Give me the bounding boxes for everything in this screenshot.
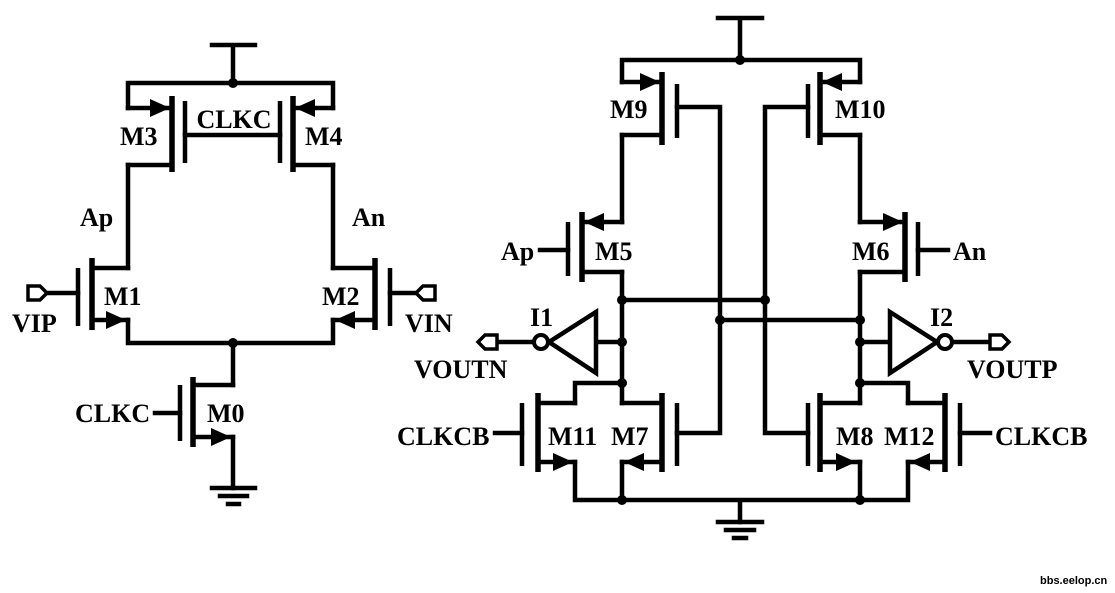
junction-dot-vdd-right	[735, 55, 745, 65]
junction-dot	[715, 315, 725, 325]
inverter-i1-bubble	[532, 333, 550, 351]
m6-source-arrow	[883, 213, 903, 231]
junction-dot	[617, 337, 627, 347]
m3-source-arrow	[150, 99, 170, 117]
junction-dot	[855, 315, 865, 325]
inverter-i2-bubble	[936, 333, 954, 351]
transistor-m1	[44, 258, 131, 330]
label-vip: VIP	[12, 309, 57, 338]
ground-left-icon	[209, 485, 258, 507]
left-stage: CLKC M3 M4 Ap An M1 M2 VIP VIN CLKC M0	[12, 42, 453, 507]
voutp-pin-icon	[988, 333, 1012, 351]
label-m1: M1	[104, 282, 142, 311]
m1-source-arrow	[106, 311, 126, 329]
junction-dot-vdd-left	[228, 78, 238, 88]
junction-dot-tail	[228, 338, 238, 348]
junction-dot	[855, 378, 865, 388]
transistor-m10	[805, 72, 863, 145]
junction-dot	[760, 295, 770, 305]
label-m4: M4	[305, 122, 343, 151]
transistor-m9	[619, 72, 680, 145]
inverter-i1	[475, 307, 599, 378]
m11-source-arrow	[553, 453, 573, 471]
m0-source-arrow	[211, 428, 231, 446]
label-m0: M0	[207, 399, 245, 428]
label-clkcb-right: CLKCB	[995, 422, 1087, 451]
wire-tail-node	[125, 317, 336, 388]
m7-source-arrow	[624, 453, 644, 471]
junction-dot	[855, 495, 865, 505]
vdd-symbol-right	[715, 15, 765, 63]
transistor-m0	[152, 377, 236, 447]
transistor-m7	[619, 393, 680, 472]
junction-dot	[617, 295, 627, 305]
transistor-m6	[857, 212, 951, 282]
label-gate-m5: Ap	[501, 237, 534, 266]
inverter-i1-icon	[544, 307, 599, 378]
m8-source-arrow	[836, 453, 856, 471]
label-m7: M7	[611, 422, 649, 451]
label-m2: M2	[322, 282, 360, 311]
watermark: bbs.eelop.cn	[1040, 575, 1108, 587]
voutn-pin-icon	[475, 333, 499, 351]
m12-source-arrow	[910, 453, 930, 471]
m2-source-arrow	[335, 311, 355, 329]
label-vin: VIN	[405, 309, 453, 338]
junction-dot	[617, 378, 627, 388]
label-clkc-tail: CLKC	[75, 399, 150, 428]
transistor-m11	[492, 393, 578, 472]
label-node-an: An	[352, 203, 386, 232]
label-i2: I2	[930, 303, 953, 332]
label-m6: M6	[852, 237, 890, 266]
m4-source-arrow	[295, 99, 315, 117]
wire-m10-m8-gate	[762, 104, 811, 436]
junction-dot	[855, 337, 865, 347]
m5-source-arrow	[584, 213, 604, 231]
label-clkc-load: CLKC	[196, 105, 271, 134]
transistor-m4	[277, 96, 336, 172]
label-m5: M5	[595, 237, 633, 266]
inverter-i2-icon	[887, 307, 942, 378]
label-m10: M10	[835, 95, 886, 124]
label-m8: M8	[836, 422, 874, 451]
label-voutp: VOUTP	[967, 355, 1058, 384]
transistor-m3	[125, 96, 188, 172]
label-clkcb-left: CLKCB	[397, 422, 489, 451]
label-m11: M11	[548, 422, 597, 451]
transistor-m8	[805, 393, 863, 472]
label-m9: M9	[610, 95, 648, 124]
right-stage: M9 M10 Ap M5 M6 An I1 I2 VOUTN VOUTP CLK…	[397, 15, 1087, 541]
label-m3: M3	[120, 122, 158, 151]
m9-source-arrow	[640, 73, 660, 91]
vin-pin-icon	[413, 284, 437, 302]
label-node-ap: Ap	[80, 203, 113, 232]
inverter-i2	[887, 307, 1012, 378]
transistor-m5	[537, 212, 625, 282]
label-i1: I1	[530, 303, 553, 332]
vdd-symbol-left	[209, 42, 258, 86]
vip-pin-icon	[26, 284, 50, 302]
transistor-m2	[330, 258, 419, 330]
junction-dot	[617, 495, 627, 505]
label-voutn: VOUTN	[414, 355, 508, 384]
label-gate-m6: An	[953, 237, 987, 266]
label-m12: M12	[884, 422, 935, 451]
m10-source-arrow	[822, 73, 842, 91]
wire-ground-rail	[572, 459, 911, 525]
wire-m9-m7-gate	[674, 104, 723, 436]
transistor-m12	[905, 393, 993, 472]
ground-right-icon	[715, 519, 765, 541]
